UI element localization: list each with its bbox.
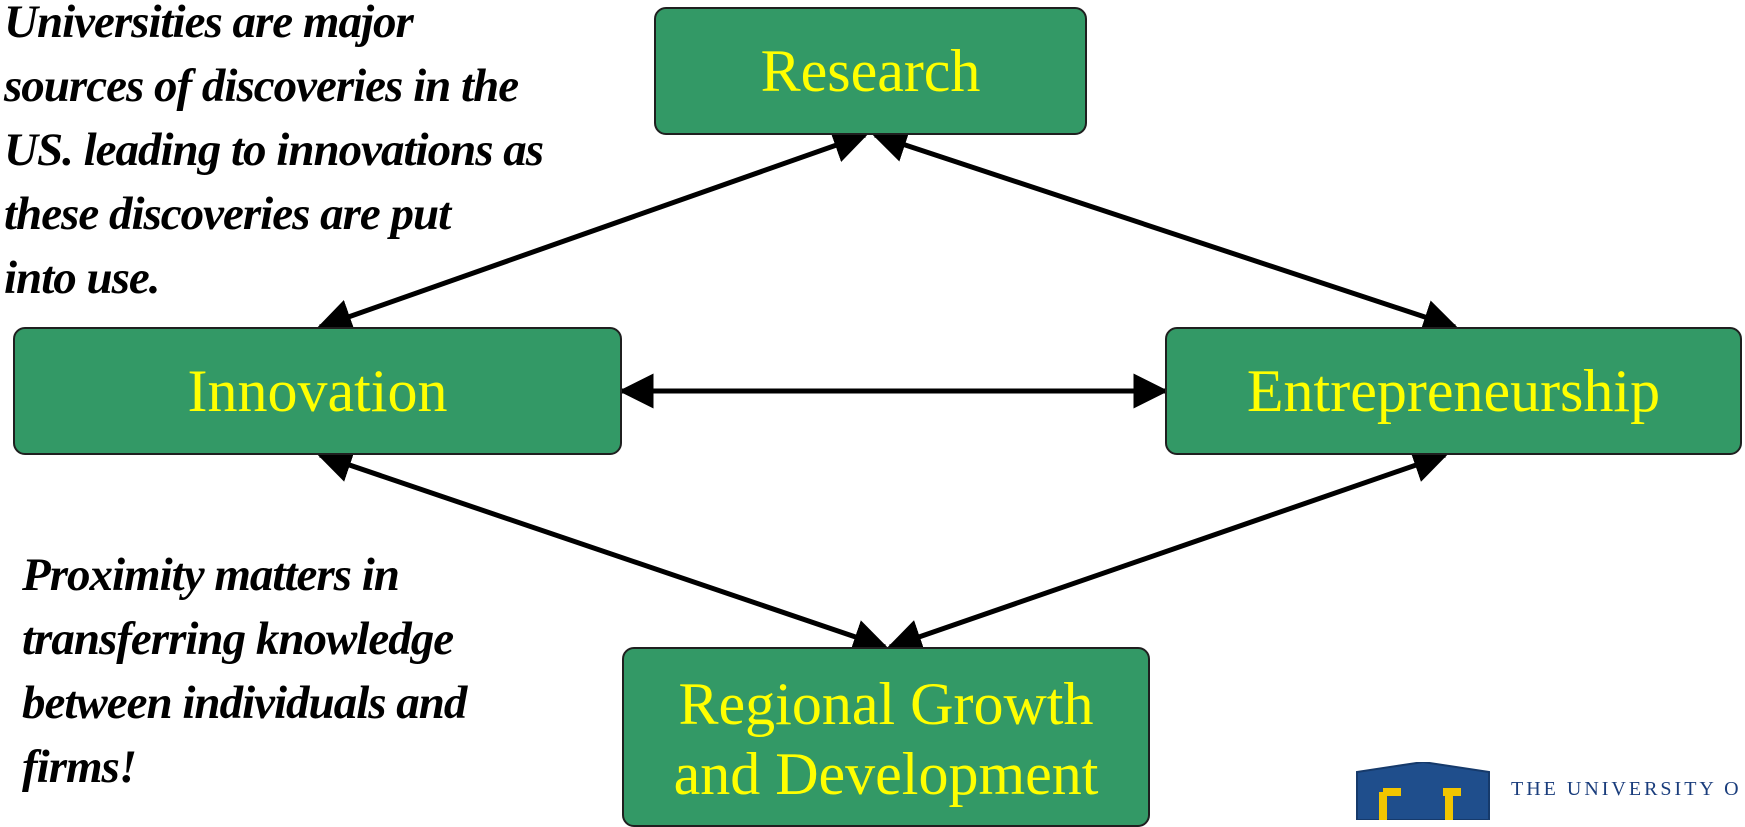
arrow-research-entrepreneurship [871,128,1459,334]
node-label: Regional Growth [678,671,1094,737]
note-line: into use. [4,252,161,304]
note-line: between individuals and [22,677,467,729]
node-label-group: Regional Growth and Development [674,669,1099,809]
node-regional-growth: Regional Growth and Development [622,647,1150,827]
arrow-entrepreneurship-regional [886,448,1449,654]
university-logo: THE UNIVERSITY O [1353,762,1745,820]
note-proximity: Proximity matters in transferring knowle… [22,543,622,799]
note-universities: Universities are major sources of discov… [4,0,704,310]
note-line: transferring knowledge [22,613,454,665]
note-line: sources of discoveries in the [4,60,519,112]
node-entrepreneurship: Entrepreneurship [1165,327,1742,455]
arrow-research-innovation [316,128,869,334]
logo-text: THE UNIVERSITY O [1511,778,1742,800]
note-line: US. leading to innovations as [4,124,544,176]
note-line: firms! [22,741,137,793]
node-label: Entrepreneurship [1246,358,1661,424]
shield-icon [1356,762,1490,820]
note-line: Proximity matters in [22,549,400,601]
arrow-innovation-regional [316,448,889,654]
note-line: these discoveries are put [4,188,451,240]
node-label: and Development [673,741,1099,807]
node-research: Research [654,7,1087,135]
node-label: Innovation [187,358,448,424]
node-innovation: Innovation [13,327,622,455]
node-label: Research [760,38,981,104]
note-line: Universities are major [4,0,414,48]
